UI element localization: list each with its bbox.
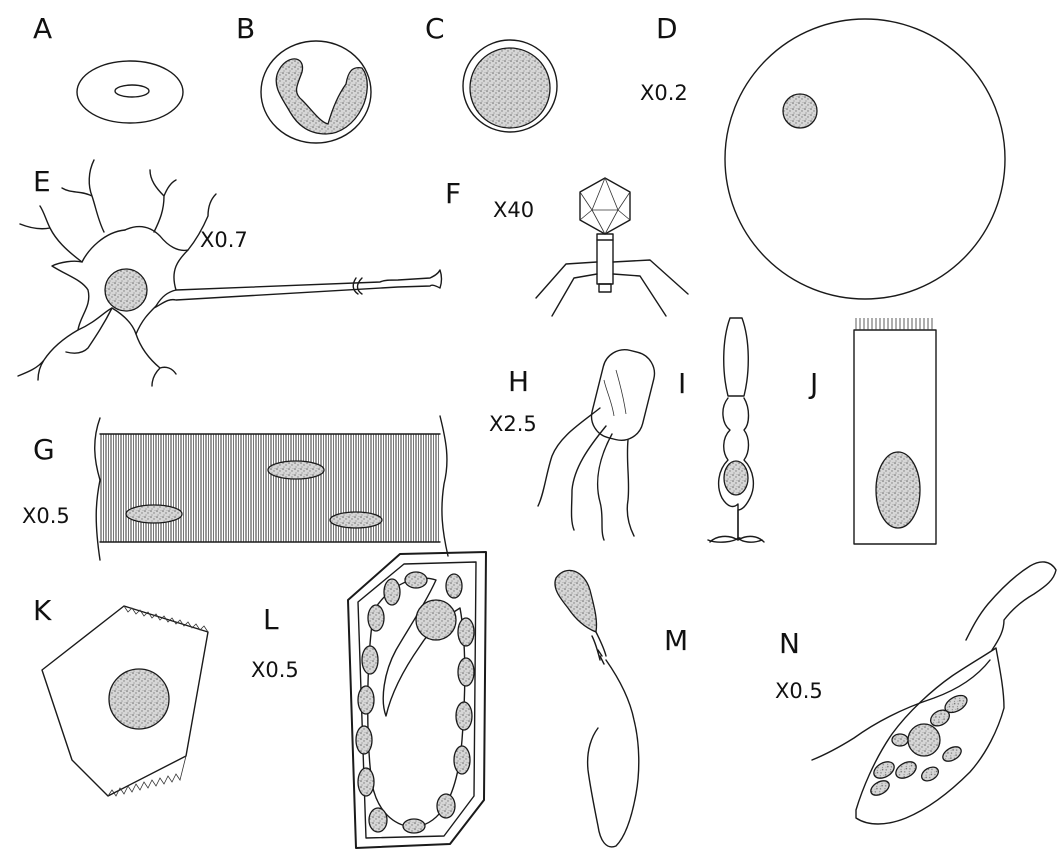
cell-m-sperm: [555, 570, 639, 847]
scale-h: X2.5: [489, 414, 537, 435]
cell-d-ovum: [725, 19, 1005, 299]
label-f: F: [445, 180, 461, 208]
cell-e-neuron: [18, 160, 442, 386]
scale-l: X0.5: [251, 660, 299, 681]
cell-b-neutrophil: [261, 41, 371, 143]
label-j: J: [810, 370, 818, 398]
scale-g: X0.5: [22, 506, 70, 527]
scale-n: X0.5: [775, 681, 823, 702]
cell-c-lymphocyte: [463, 40, 557, 132]
label-i: I: [678, 370, 686, 398]
scale-f: X40: [493, 200, 534, 221]
cell-a-red-blood-cell: [77, 61, 183, 123]
scale-e: X0.7: [200, 230, 248, 251]
label-e: E: [33, 168, 51, 196]
cell-l-plant-cell: [348, 552, 486, 848]
label-a: A: [33, 15, 52, 43]
scale-d: X0.2: [640, 83, 688, 104]
label-g: G: [33, 436, 55, 464]
label-n: N: [779, 630, 800, 658]
label-m: M: [664, 627, 688, 655]
label-l: L: [263, 606, 279, 634]
cell-k-squamous-cell: [42, 606, 208, 796]
label-c: C: [425, 15, 445, 43]
cell-i-rod-cell: [708, 318, 764, 542]
cell-f-bacteriophage: [536, 178, 688, 316]
label-d: D: [656, 15, 678, 43]
cell-n-euglena: [812, 562, 1056, 824]
label-h: H: [508, 368, 529, 396]
cell-h-bacterium: [538, 345, 659, 540]
label-k: K: [33, 597, 51, 625]
label-b: B: [236, 15, 255, 43]
cell-j-columnar-cell: [854, 318, 936, 544]
cell-g-muscle-fiber: [95, 416, 448, 560]
